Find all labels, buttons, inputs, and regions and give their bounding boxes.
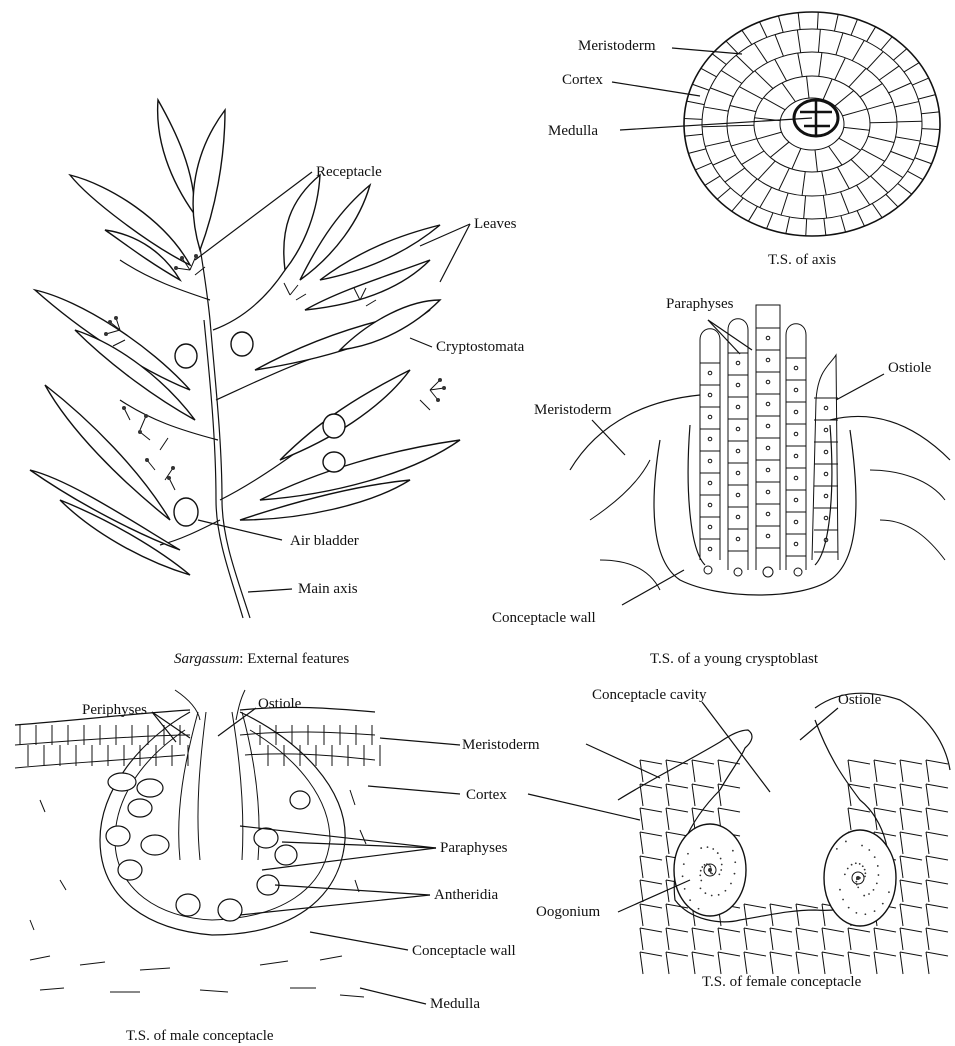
label-crypto-ostiole: Ostiole — [888, 360, 932, 376]
female-conceptacle-drawing — [528, 693, 950, 974]
axis-ts-drawing — [612, 12, 940, 236]
caption-external-features: Sargassum: External features — [174, 651, 349, 667]
label-female-oogonium: Oogonium — [536, 904, 601, 920]
external-features-drawing — [30, 100, 470, 618]
label-male-paraphyses: Paraphyses — [440, 840, 508, 856]
cryptoblast-drawing — [570, 305, 950, 605]
label-axis-medulla: Medulla — [548, 123, 598, 139]
label-crypto-meristoderm: Meristoderm — [534, 402, 612, 418]
caption-axis-ts: T.S. of axis — [768, 252, 836, 268]
label-male-periphyses: Periphyses — [82, 702, 147, 718]
label-female-ostiole: Ostiole — [838, 692, 882, 708]
male-conceptacle-drawing — [15, 690, 460, 1004]
label-crypto-conceptacle-wall: Conceptacle wall — [492, 610, 596, 626]
label-cryptostomata: Cryptostomata — [436, 339, 525, 355]
caption-cryptoblast: T.S. of a young crysptoblast — [650, 651, 819, 667]
label-male-conceptacle-wall: Conceptacle wall — [412, 943, 516, 959]
caption-male-conceptacle: T.S. of male conceptacle — [126, 1028, 274, 1044]
label-crypto-paraphyses: Paraphyses — [666, 296, 734, 312]
label-male-medulla: Medulla — [430, 996, 480, 1012]
label-leaves: Leaves — [474, 216, 517, 232]
label-male-cortex: Cortex — [466, 787, 507, 803]
label-air-bladder: Air bladder — [290, 533, 359, 549]
caption-female-conceptacle: T.S. of female conceptacle — [702, 974, 862, 990]
label-receptacle: Receptacle — [316, 164, 382, 180]
label-main-axis: Main axis — [298, 581, 358, 597]
caption-genus: Sargassum — [174, 651, 239, 667]
label-axis-cortex: Cortex — [562, 72, 603, 88]
label-male-meristoderm: Meristoderm — [462, 737, 540, 753]
label-male-ostiole: Ostiole — [258, 696, 302, 712]
label-male-antheridia: Antheridia — [434, 887, 498, 903]
caption-external-rest: : External features — [239, 651, 349, 667]
label-female-conceptacle-cavity: Conceptacle cavity — [592, 687, 707, 703]
label-axis-meristoderm: Meristoderm — [578, 38, 656, 54]
